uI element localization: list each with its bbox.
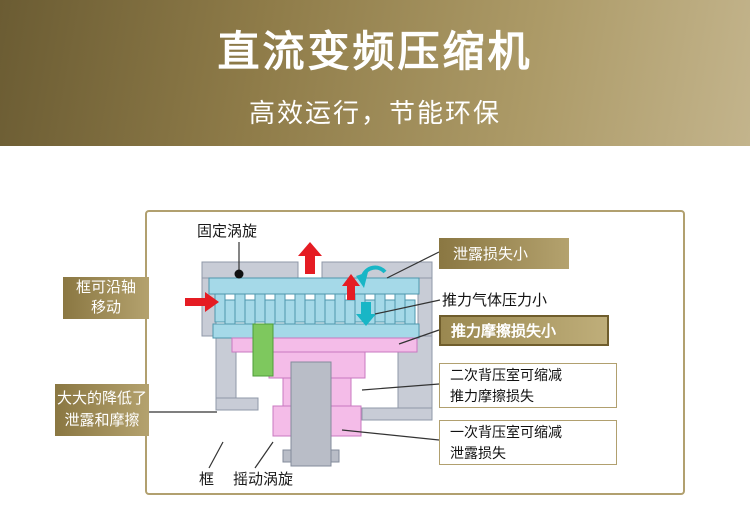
diagram-frame: 固定涡旋 框 摇动涡旋 泄露损失小 推力气体压力小 推力摩擦损失小 二次背压室可… bbox=[145, 210, 685, 495]
frame-label: 框 bbox=[199, 471, 215, 488]
callout-thrust-friction-loss-small: 推力摩擦损失小 bbox=[439, 315, 609, 346]
callout-thrust-gas-pressure-small: 推力气体压力小 bbox=[442, 292, 548, 309]
seal-part bbox=[252, 323, 274, 377]
banner: 直流变频压缩机 高效运行，节能环保 bbox=[0, 0, 750, 146]
callout-reduced-leak-friction: 大大的降低了 泄露和摩擦 bbox=[55, 384, 149, 436]
callout-leakage-loss-small: 泄露损失小 bbox=[439, 238, 569, 269]
fixed-scroll-dot bbox=[234, 269, 244, 279]
callout-secondary-back-pressure: 二次背压室可缩减 推力摩擦损失 bbox=[439, 363, 617, 408]
shaft-part bbox=[282, 361, 340, 467]
orbiting-scroll-label: 摇动涡旋 bbox=[233, 471, 294, 488]
back-pressure-arrow bbox=[356, 302, 376, 326]
connector-lines bbox=[147, 242, 441, 469]
discharge-arrow bbox=[298, 242, 322, 274]
banner-subtitle: 高效运行，节能环保 bbox=[248, 98, 501, 128]
compressor-diagram-canvas bbox=[147, 242, 441, 469]
axial-inlet-arrow bbox=[185, 292, 219, 312]
callout-primary-back-pressure: 一次背压室可缩减 泄露损失 bbox=[439, 420, 617, 465]
fixed-scroll-label: 固定涡旋 bbox=[197, 223, 258, 240]
callout-frame-axial-motion: 框可沿轴 移动 bbox=[63, 277, 149, 319]
gas-pressure-arrow bbox=[342, 274, 360, 300]
banner-title: 直流变频压缩机 bbox=[217, 28, 533, 75]
leakage-swirl-arrowhead bbox=[356, 272, 368, 288]
